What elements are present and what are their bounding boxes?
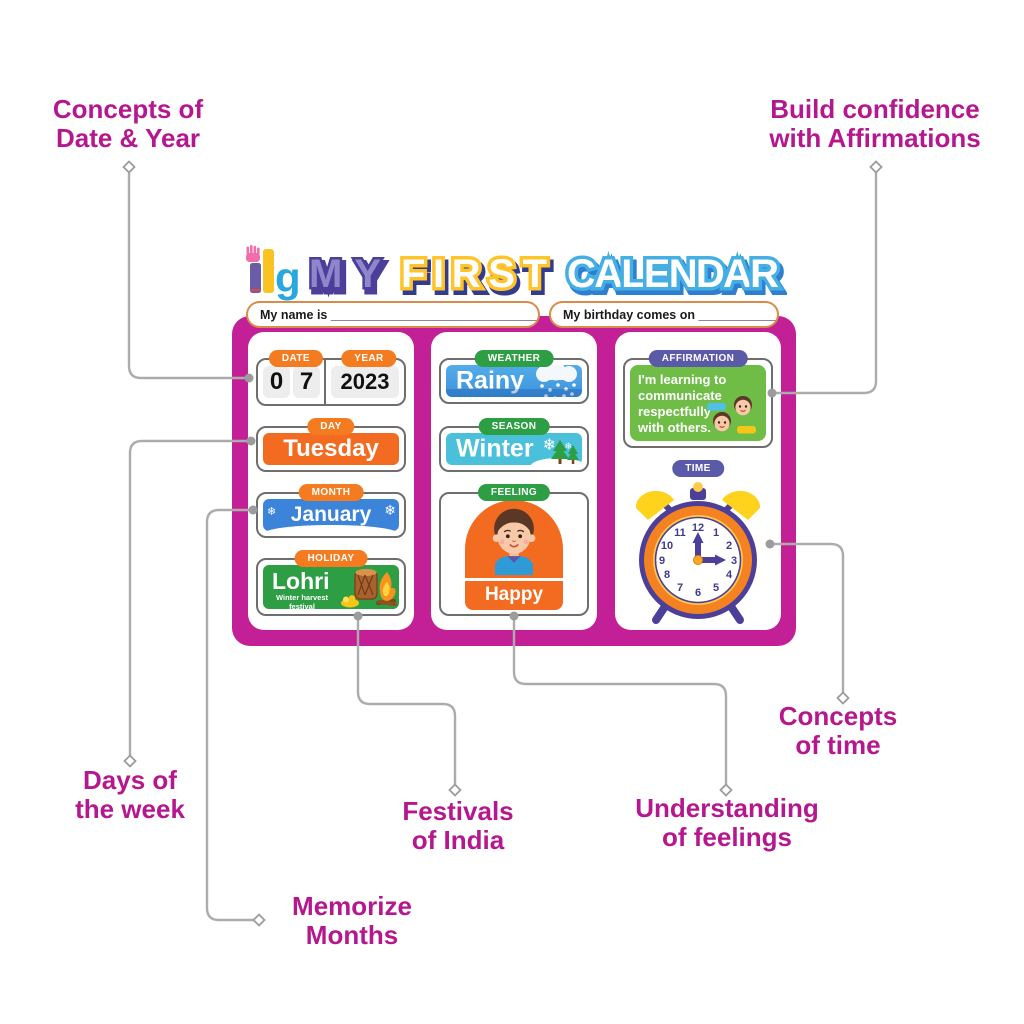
callout-time-line1: Concepts	[778, 701, 898, 731]
affirmation-badge: AFFIRMATION	[648, 350, 748, 367]
callout-days-week-line2: the week	[75, 794, 185, 825]
callout-festivals-line1: Festivals	[402, 796, 514, 826]
logo-letter-g: g	[275, 254, 301, 301]
title-calendar-shadow: CALENDAR	[570, 256, 782, 300]
ilg-logo: g	[246, 245, 301, 301]
snowflake-icon: ❄	[267, 505, 277, 518]
callout-time-line2: of time	[795, 730, 881, 761]
clock-number-6: 6	[695, 587, 701, 599]
feeling-badge: FEELING	[477, 484, 551, 501]
weather-value: Rainy	[456, 366, 525, 395]
holiday-card: HOLIDAY Lohri Winter harvest festival	[256, 550, 406, 616]
clock-number-12: 12	[692, 522, 704, 534]
title-calendar: CALENDAR	[567, 252, 779, 296]
day-badge: DAY	[307, 418, 355, 435]
clock-hands	[692, 532, 726, 566]
title-first-shadow: FIRST	[404, 256, 550, 300]
day-card: DAY Tuesday	[256, 418, 406, 472]
page-title: MY MY FIRST FIRST CALENDAR CALENDAR	[307, 249, 787, 303]
callout-date-year-line1: Concepts of	[52, 94, 204, 124]
callout-feelings-line1: Understanding	[635, 793, 819, 823]
snowflake-icon: ❄	[384, 503, 396, 519]
callout-affirmations: Build confidence with Affirmations	[745, 94, 1005, 154]
winter-trees-icon	[530, 440, 582, 465]
calendar-board: DATE YEAR 0 7 2023 DAY Tuesday MONTH ❄ J…	[232, 316, 796, 646]
callout-feelings-line2: of feelings	[661, 822, 792, 853]
talking-kids-icon	[707, 396, 756, 434]
affirmation-text: I'm learning to communicate respectfully…	[638, 372, 727, 435]
season-badge: SEASON	[478, 418, 550, 435]
left-column: DATE YEAR 0 7 2023 DAY Tuesday MONTH ❄ J…	[248, 332, 414, 630]
alarm-clock: 12 1 2 3 4 5 6 7 8 9 10 11	[635, 482, 761, 624]
lohri-dhol-bonfire-icon	[341, 568, 397, 608]
snowflake-icon: ❄	[564, 442, 572, 452]
feeling-card: FEELING	[439, 484, 589, 616]
clock-number-2: 2	[726, 540, 732, 552]
callout-memorize-months: Memorize Months	[242, 891, 462, 951]
clock-number-1: 1	[713, 527, 719, 539]
callout-feelings: Understanding of feelings	[607, 793, 847, 853]
season-card: SEASON Winter ❄ ❄	[439, 418, 589, 472]
callout-days-week-line1: Days of	[83, 765, 177, 795]
month-badge: MONTH	[298, 484, 364, 501]
callout-days-week: Days of the week	[20, 765, 240, 825]
holiday-badge: HOLIDAY	[294, 550, 368, 567]
clock-number-11: 11	[674, 527, 686, 539]
callout-affirmations-line1: Build confidence	[770, 94, 980, 124]
clock-number-5: 5	[713, 582, 719, 594]
holiday-subtitle-1: Winter harvest	[275, 593, 329, 602]
date-digit-2: 7	[293, 366, 320, 398]
connector-date-year	[127, 169, 248, 380]
callout-date-year: Concepts of Date & Year	[8, 94, 248, 154]
time-badge: TIME	[672, 460, 724, 477]
clock-number-4: 4	[726, 569, 733, 581]
birthday-field: My birthday comes on _____________	[549, 301, 779, 328]
callout-time: Concepts of time	[728, 701, 948, 761]
date-digit-1: 0	[263, 366, 290, 398]
callout-memorize-line1: Memorize	[292, 891, 412, 921]
callout-festivals: Festivals of India	[348, 796, 568, 856]
right-column: AFFIRMATION I'm learning to communicate …	[615, 332, 781, 630]
clock-number-7: 7	[677, 582, 683, 594]
holiday-subtitle-2: festival	[289, 601, 315, 609]
boy-face-icon	[492, 508, 536, 576]
season-value: Winter	[456, 434, 534, 463]
weather-badge: WEATHER	[474, 350, 554, 367]
weather-card: WEATHER Rainy	[439, 350, 589, 404]
date-year-card: DATE YEAR 0 7 2023	[256, 350, 406, 406]
birthday-field-label: My birthday comes on _____________	[563, 308, 779, 322]
day-value: Tuesday	[283, 435, 379, 462]
callout-memorize-line2: Months	[305, 920, 399, 951]
holiday-value: Lohri	[272, 568, 330, 594]
month-card: MONTH ❄ January ❄	[256, 484, 406, 538]
middle-column: WEATHER Rainy	[431, 332, 597, 630]
year-value: 2023	[331, 366, 399, 398]
clock-number-8: 8	[664, 569, 670, 581]
hand-icon	[246, 245, 260, 262]
callout-affirmations-line2: with Affirmations	[769, 123, 981, 154]
title-first: FIRST	[401, 252, 547, 296]
clock-number-9: 9	[659, 555, 665, 567]
clock-number-10: 10	[661, 540, 673, 552]
clock-number-3: 3	[731, 555, 737, 567]
month-value: January	[290, 503, 372, 526]
year-badge: YEAR	[341, 350, 397, 367]
affirmation-card: AFFIRMATION I'm learning to communicate …	[623, 350, 773, 448]
date-badge: DATE	[268, 350, 323, 367]
callout-festivals-line2: of India	[411, 825, 505, 856]
rain-cloud-icon	[536, 365, 577, 397]
callout-date-year-line2: Date & Year	[55, 123, 201, 154]
name-field-label: My name is _____________________________…	[260, 308, 540, 322]
name-field: My name is _____________________________…	[246, 301, 540, 328]
snowflake-icon: ❄	[542, 435, 556, 454]
feeling-value: Happy	[484, 584, 544, 605]
